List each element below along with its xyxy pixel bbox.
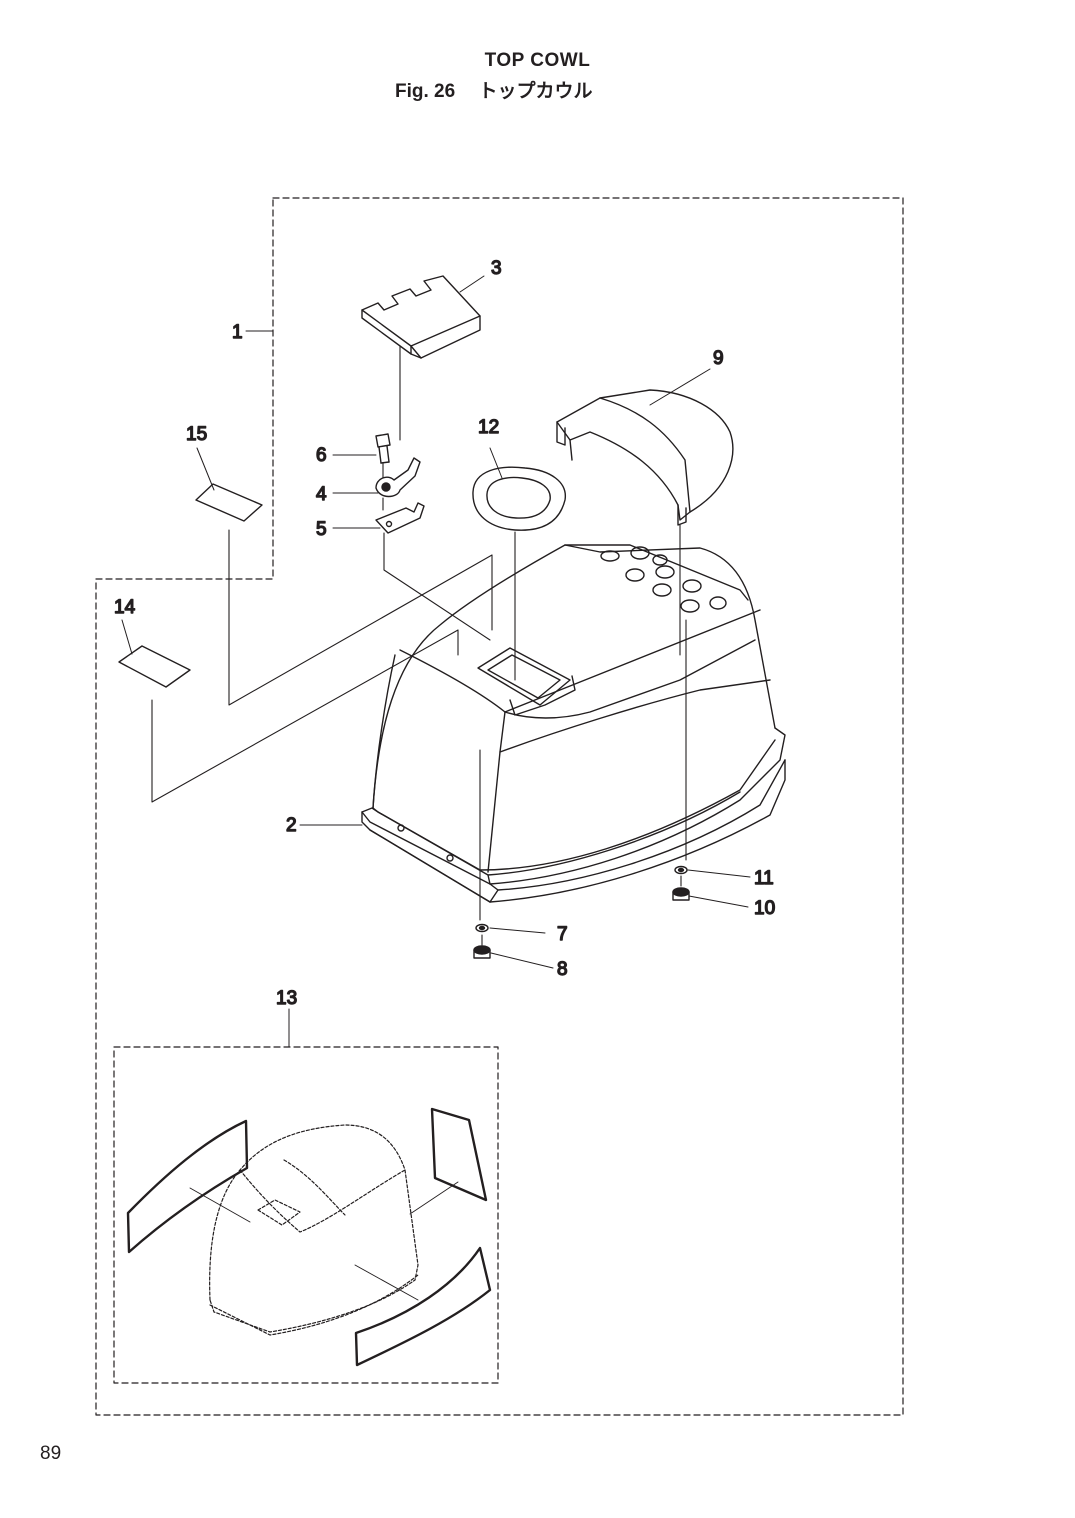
callout-15: 15 bbox=[186, 424, 207, 445]
callout-9: 9 bbox=[713, 348, 724, 369]
part-15-label bbox=[195, 483, 263, 522]
page-number: 89 bbox=[40, 1443, 62, 1464]
figure-japanese-title: トップカウル bbox=[478, 81, 593, 102]
part-2-top-cowl bbox=[361, 544, 786, 903]
part-14-label bbox=[118, 645, 191, 688]
callout-8: 8 bbox=[557, 959, 568, 980]
callout-2: 2 bbox=[286, 815, 297, 836]
title-text: TOP COWL bbox=[484, 50, 591, 71]
vent-holes bbox=[600, 546, 727, 613]
callout-7: 7 bbox=[557, 924, 568, 945]
part-13-decal-set bbox=[126, 1107, 492, 1367]
callout-10: 10 bbox=[754, 898, 775, 919]
figure-subtitle: Fig. 26 トップカウル bbox=[395, 76, 592, 103]
part-6-bolt bbox=[375, 433, 391, 464]
decal-set-boundary bbox=[113, 1046, 499, 1384]
part-10-nut bbox=[672, 887, 690, 901]
assembly-boundary bbox=[95, 197, 904, 1416]
callout-12: 12 bbox=[478, 417, 499, 438]
callout-leaders bbox=[121, 275, 751, 1048]
callout-14: 14 bbox=[114, 597, 136, 618]
part-8-nut bbox=[473, 945, 491, 959]
assembly-lines bbox=[151, 345, 687, 946]
callout-6: 6 bbox=[316, 445, 327, 466]
callout-13: 13 bbox=[276, 988, 297, 1009]
part-7-washer bbox=[475, 923, 489, 933]
callout-11: 11 bbox=[754, 868, 774, 889]
part-9-lid-cover bbox=[556, 389, 734, 526]
part-11-washer bbox=[674, 865, 688, 875]
callout-5: 5 bbox=[316, 519, 327, 540]
part-5-plate bbox=[375, 502, 425, 534]
callout-3: 3 bbox=[491, 258, 502, 279]
part-12-grommet bbox=[472, 466, 566, 531]
figure-number: Fig. 26 bbox=[395, 81, 456, 102]
page-title: TOP COWL bbox=[0, 50, 1075, 72]
callout-1: 1 bbox=[232, 322, 243, 343]
part-3-cover-plate bbox=[361, 275, 481, 359]
callout-4: 4 bbox=[316, 484, 327, 505]
part-4-clip bbox=[375, 457, 421, 498]
